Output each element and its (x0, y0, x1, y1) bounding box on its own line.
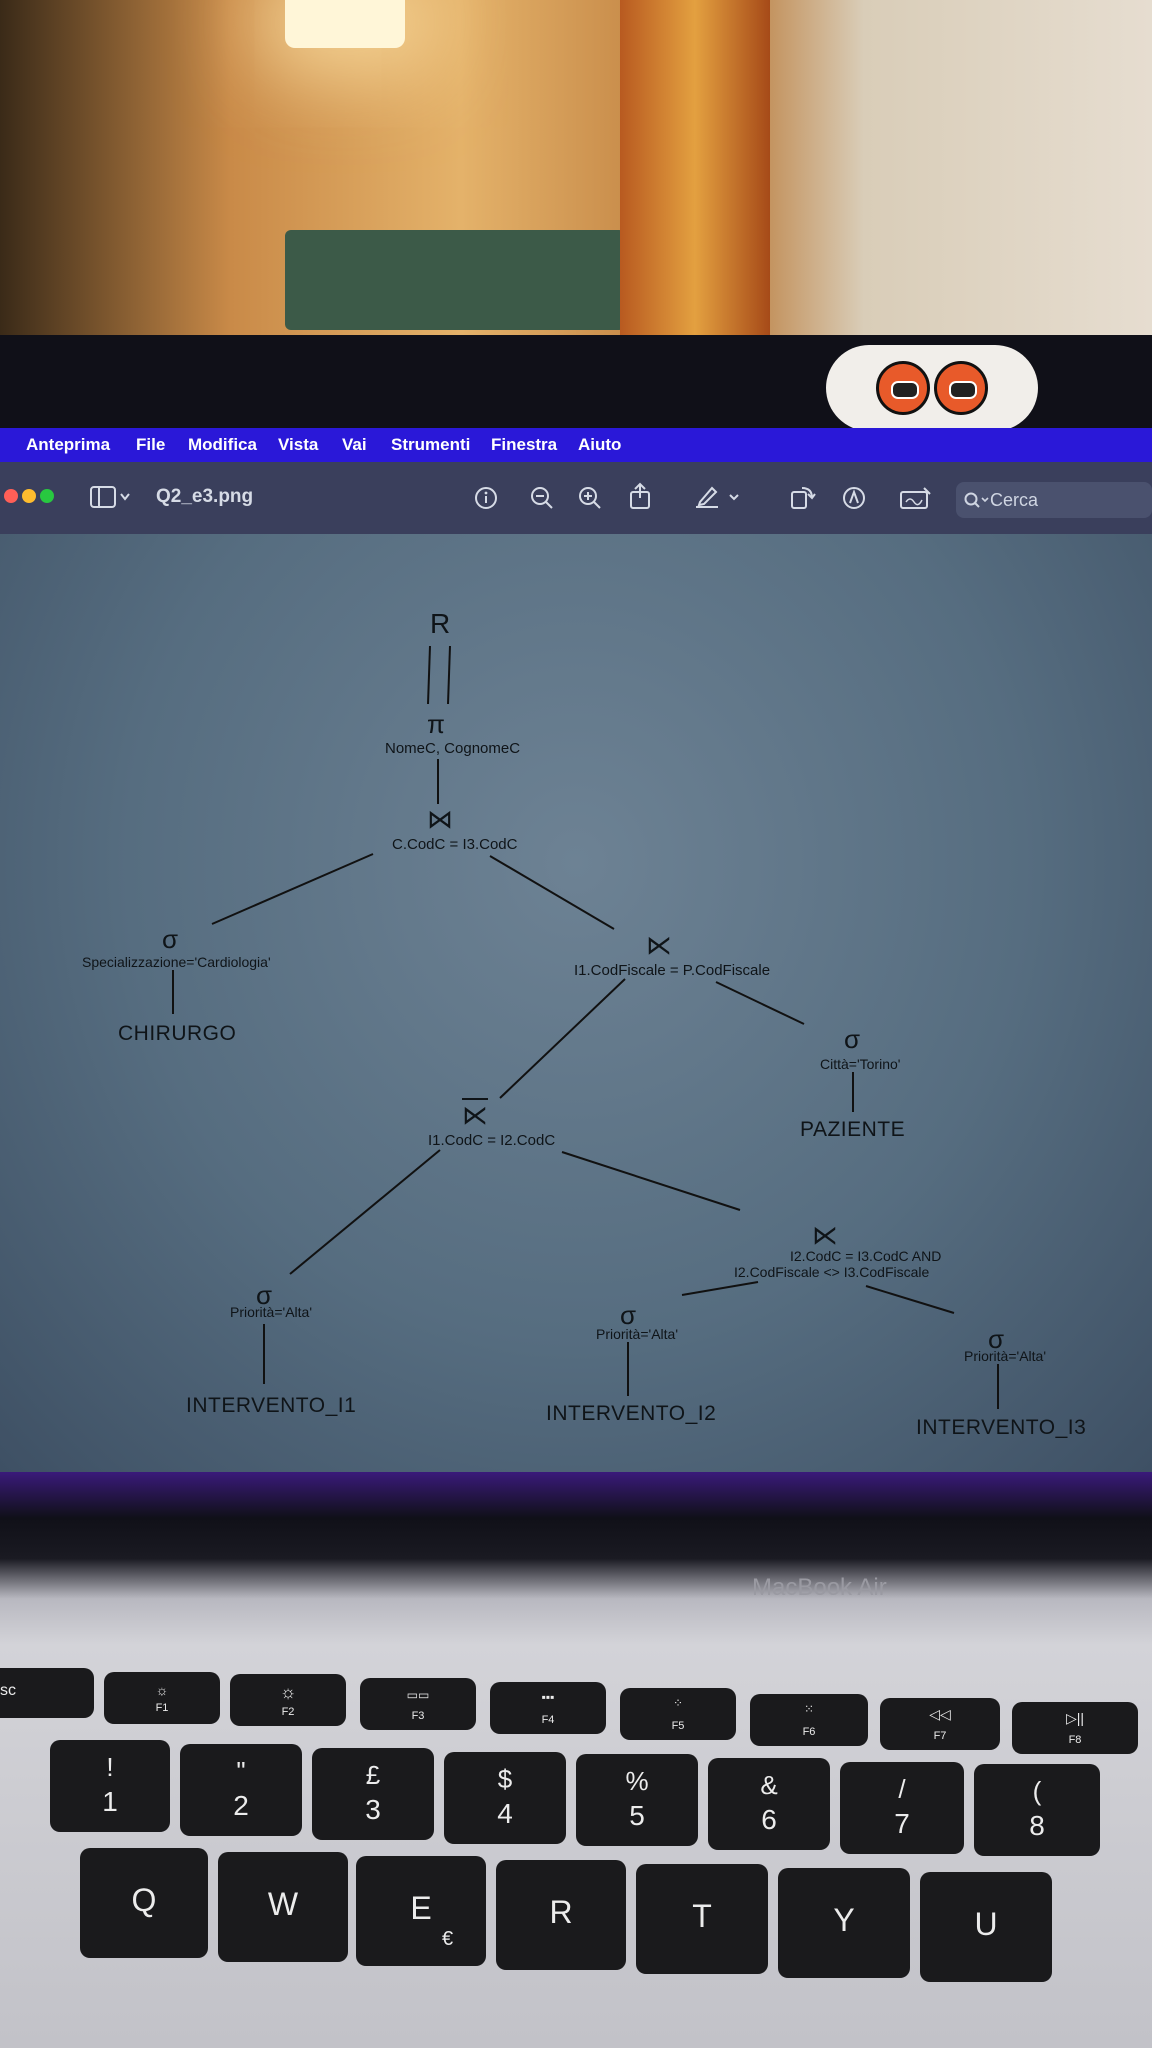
semijoin-condition-line2: I2.CodFiscale <> I3.CodFiscale (734, 1264, 930, 1280)
key-e: E € (356, 1856, 486, 1966)
relation-intervento-i2: INTERVENTO_I2 (546, 1402, 717, 1425)
key-f5: ⁘ F5 (620, 1688, 736, 1740)
key-f6: ⁙ F6 (750, 1694, 868, 1746)
webcam-eye-icon (934, 361, 988, 415)
selection-symbol: σ (988, 1324, 1005, 1354)
key-4: $ 4 (444, 1752, 566, 1844)
menu-bar: Anteprima File Modifica Vista Vai Strume… (0, 428, 1152, 462)
selection-condition: Città='Torino' (820, 1056, 901, 1072)
document-title: Q2_e3.png (156, 486, 254, 507)
relation-chirurgo: CHIRURGO (118, 1022, 237, 1045)
keyboard-light-down-icon: ⁘ (672, 1696, 684, 1710)
relation-paziente: PAZIENTE (800, 1118, 906, 1141)
key-5: % 5 (576, 1754, 698, 1846)
play-pause-icon: ▷|| (1065, 1710, 1085, 1726)
zoom-button[interactable] (40, 489, 54, 503)
key-f8: ▷|| F8 (1012, 1702, 1138, 1754)
wall-lamp (285, 0, 405, 48)
brightness-down-icon: ☼ (155, 1682, 169, 1698)
zoom-out-icon[interactable] (530, 486, 554, 510)
join-condition: C.CodC = I3.CodC (392, 836, 518, 853)
key-1: ! 1 (50, 1740, 170, 1832)
key-t: T (636, 1864, 768, 1974)
key-8: ( 8 (974, 1764, 1100, 1856)
selection-symbol: σ (256, 1280, 273, 1310)
key-3: £ 3 (312, 1748, 434, 1840)
annotate-icon[interactable] (842, 486, 866, 510)
selection-condition: Priorità='Alta' (964, 1348, 1046, 1364)
key-7: / 7 (840, 1762, 964, 1854)
menu-file[interactable]: File (136, 435, 166, 454)
launchpad-icon: ▪▪▪ (541, 1690, 555, 1704)
zoom-in-icon[interactable] (578, 486, 602, 510)
markup-pen-icon[interactable] (694, 484, 742, 510)
side-table (285, 230, 625, 330)
key-2: " 2 (180, 1744, 302, 1836)
key-f4: ▪▪▪ F4 (490, 1682, 606, 1734)
key-6: & 6 (708, 1758, 830, 1850)
signature-icon[interactable] (900, 486, 932, 510)
projection-attributes: NomeC, CognomeC (385, 740, 521, 757)
key-esc: sc (0, 1668, 94, 1718)
menu-view[interactable]: Vista (278, 435, 319, 454)
menu-go[interactable]: Vai (342, 435, 367, 454)
rewind-icon: ◁◁ (929, 1706, 951, 1722)
semijoin-condition-line1: I2.CodC = I3.CodC AND (790, 1248, 942, 1264)
key-f7: ◁◁ F7 (880, 1698, 1000, 1750)
selection-symbol: σ (620, 1300, 637, 1330)
antijoin-condition: I1.CodC = I2.CodC (428, 1132, 556, 1149)
menu-app-preview[interactable]: Anteprima (26, 435, 111, 454)
menu-tools[interactable]: Strumenti (391, 435, 471, 454)
room-background (0, 0, 1152, 340)
search-icon (964, 492, 989, 508)
key-y: Y (778, 1868, 910, 1978)
key-w: W (218, 1852, 348, 1962)
info-icon[interactable] (474, 486, 498, 510)
key-f2: ☼ F2 (230, 1674, 346, 1726)
document-canvas: R π NomeC, CognomeC ⋈ C.CodC = I3.CodC σ… (0, 534, 1152, 1472)
menu-window[interactable]: Finestra (491, 435, 558, 454)
keyboard-light-up-icon: ⁙ (803, 1702, 815, 1716)
key-f3: ▭▭ F3 (360, 1678, 476, 1730)
curtain (620, 0, 770, 340)
key-r: R (496, 1860, 626, 1970)
key-f1: ☼ F1 (104, 1672, 220, 1724)
selection-symbol: σ (844, 1024, 861, 1054)
selection-condition: Priorità='Alta' (596, 1326, 678, 1342)
semijoin-condition: I1.CodFiscale = P.CodFiscale (574, 962, 771, 979)
tree-edges (172, 645, 999, 1409)
key-q: Q (80, 1848, 208, 1958)
window-toolbar: Q2_e3.png (0, 462, 1152, 534)
selection-condition: Specializzazione='Cardiologia' (82, 954, 271, 970)
selection-symbol: σ (162, 924, 179, 954)
webcam-cover (826, 345, 1038, 431)
relation-intervento-i1: INTERVENTO_I1 (186, 1394, 357, 1417)
brightness-up-icon: ☼ (279, 1682, 297, 1702)
laptop-brand: MacBook Air (752, 1574, 887, 1601)
result-relation: R (430, 608, 451, 639)
join-symbol: ⋈ (427, 804, 453, 834)
rotate-icon[interactable] (790, 484, 816, 510)
share-icon[interactable] (628, 482, 652, 510)
search-placeholder: Cerca (990, 490, 1039, 510)
sidebar-icon[interactable] (90, 486, 132, 508)
projection-symbol: π (427, 709, 445, 739)
search-field[interactable]: Cerca (956, 482, 1152, 518)
key-u: U (920, 1872, 1052, 1982)
semijoin-symbol: ⋉ (812, 1220, 838, 1250)
antijoin-symbol: ⋉ (462, 1100, 488, 1130)
menu-edit[interactable]: Modifica (188, 435, 257, 454)
semijoin-symbol: ⋉ (646, 930, 672, 960)
close-button[interactable] (4, 489, 18, 503)
selection-condition: Priorità='Alta' (230, 1304, 312, 1320)
webcam-eye-icon (876, 361, 930, 415)
menu-help[interactable]: Aiuto (578, 435, 622, 454)
minimize-button[interactable] (22, 489, 36, 503)
relation-intervento-i3: INTERVENTO_I3 (916, 1416, 1087, 1439)
mission-control-icon: ▭▭ (406, 1688, 430, 1702)
